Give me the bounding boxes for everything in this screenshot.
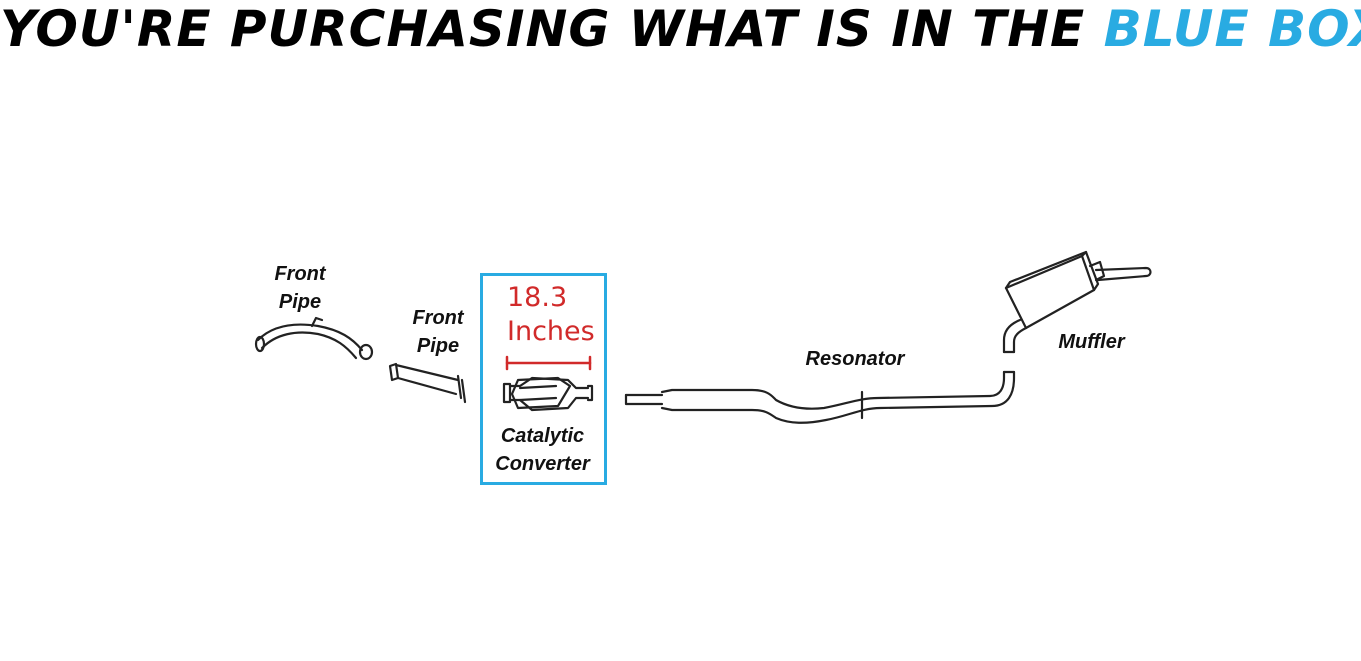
measurement-value: 18.3: [507, 282, 568, 313]
front-pipe-1-label: Front Pipe: [258, 260, 342, 316]
catalytic-converter-drawing: [502, 376, 594, 412]
catalytic-converter-label-line2: Converter: [495, 453, 590, 475]
front-pipe-1-drawing: [254, 316, 374, 361]
front-pipe-2-label-line2: Pipe: [416, 335, 460, 357]
measurement-bar: [505, 355, 592, 371]
muffler-label: Muffler: [1058, 331, 1125, 353]
front-pipe-1-label-line1: Front: [274, 263, 326, 285]
headline: YOU'RE PURCHASING WHAT IS IN THE BLUE BO…: [0, 2, 1361, 56]
headline-accent: BLUE BOX: [1103, 0, 1361, 58]
resonator-drawing: [624, 370, 1016, 424]
muffler-drawing: [1002, 250, 1152, 354]
catalytic-converter-label: Catalytic Converter: [480, 422, 605, 478]
front-pipe-2-drawing: [388, 362, 467, 404]
front-pipe-2-label-line1: Front: [412, 307, 464, 329]
catalytic-converter-label-line1: Catalytic: [500, 425, 585, 447]
front-pipe-2-label: Front Pipe: [396, 304, 480, 360]
headline-text: YOU'RE PURCHASING WHAT IS IN THE: [0, 0, 1086, 58]
measurement-unit: Inches: [507, 316, 595, 347]
resonator-label: Resonator: [805, 348, 905, 370]
front-pipe-1-label-line2: Pipe: [278, 291, 322, 313]
blue-box: [480, 273, 607, 485]
